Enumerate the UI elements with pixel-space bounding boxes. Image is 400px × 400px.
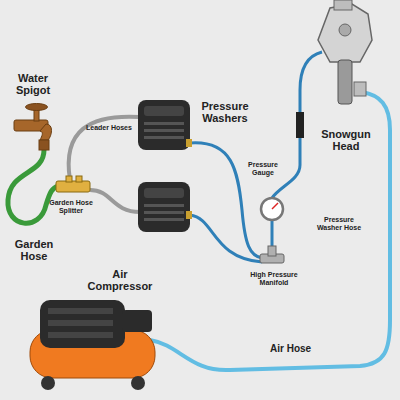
air-compressor bbox=[30, 300, 155, 390]
pressure-washer bbox=[138, 182, 192, 232]
pressure-gauge bbox=[261, 198, 283, 220]
water-spigot bbox=[14, 104, 52, 151]
component-label: Snowgun Head bbox=[316, 128, 376, 152]
component-label: Garden Hose bbox=[10, 238, 58, 262]
component-label: Air Compressor bbox=[84, 268, 156, 292]
component-label: Pressure Washers bbox=[194, 100, 256, 124]
part-label: High Pressure Manifold bbox=[248, 271, 300, 286]
part-label: Leader Hoses bbox=[86, 124, 132, 132]
component-label: Air Hose bbox=[270, 343, 311, 354]
gauge-needle bbox=[272, 203, 278, 209]
part-label: Garden Hose Splitter bbox=[46, 199, 96, 214]
leader-hose bbox=[90, 190, 140, 212]
pressure-washer bbox=[138, 100, 192, 150]
hose-fitting bbox=[296, 112, 304, 138]
garden-hose bbox=[8, 150, 58, 223]
part-label: Pressure Gauge bbox=[244, 161, 282, 176]
part-label: Pressure Washer Hose bbox=[314, 216, 364, 231]
leader-hose bbox=[69, 117, 140, 180]
pressure-washer-hose bbox=[190, 215, 262, 262]
component-label: Water Spigot bbox=[8, 72, 58, 96]
garden-hose-splitter bbox=[56, 176, 90, 192]
pressure-washer-hose bbox=[272, 52, 322, 198]
manifold bbox=[268, 246, 276, 256]
snowgun-head bbox=[318, 0, 372, 104]
pressure-washer-hose bbox=[190, 143, 262, 258]
